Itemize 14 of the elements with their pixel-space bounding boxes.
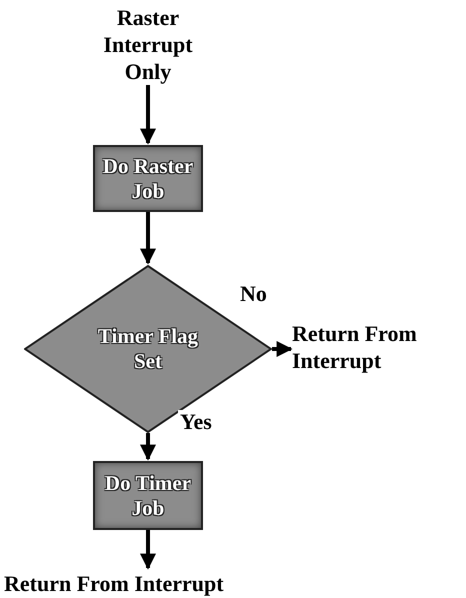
flow-text: Return From Interrupt bbox=[4, 570, 294, 597]
decision-diamond bbox=[24, 265, 272, 433]
flow-text: Return From Interrupt bbox=[292, 320, 462, 374]
box-label: Do Raster Job bbox=[102, 154, 194, 204]
process-box bbox=[93, 145, 203, 212]
flow-text: Raster Interrupt Only bbox=[88, 4, 208, 85]
arrow bbox=[140, 212, 156, 265]
arrow bbox=[140, 530, 156, 570]
diamond-label: Timer Flag Set bbox=[96, 324, 200, 374]
arrow bbox=[140, 85, 156, 145]
box-label: Do Timer Job bbox=[104, 470, 192, 520]
arrow bbox=[140, 433, 156, 461]
process-box bbox=[93, 461, 203, 530]
arrow bbox=[272, 341, 293, 357]
